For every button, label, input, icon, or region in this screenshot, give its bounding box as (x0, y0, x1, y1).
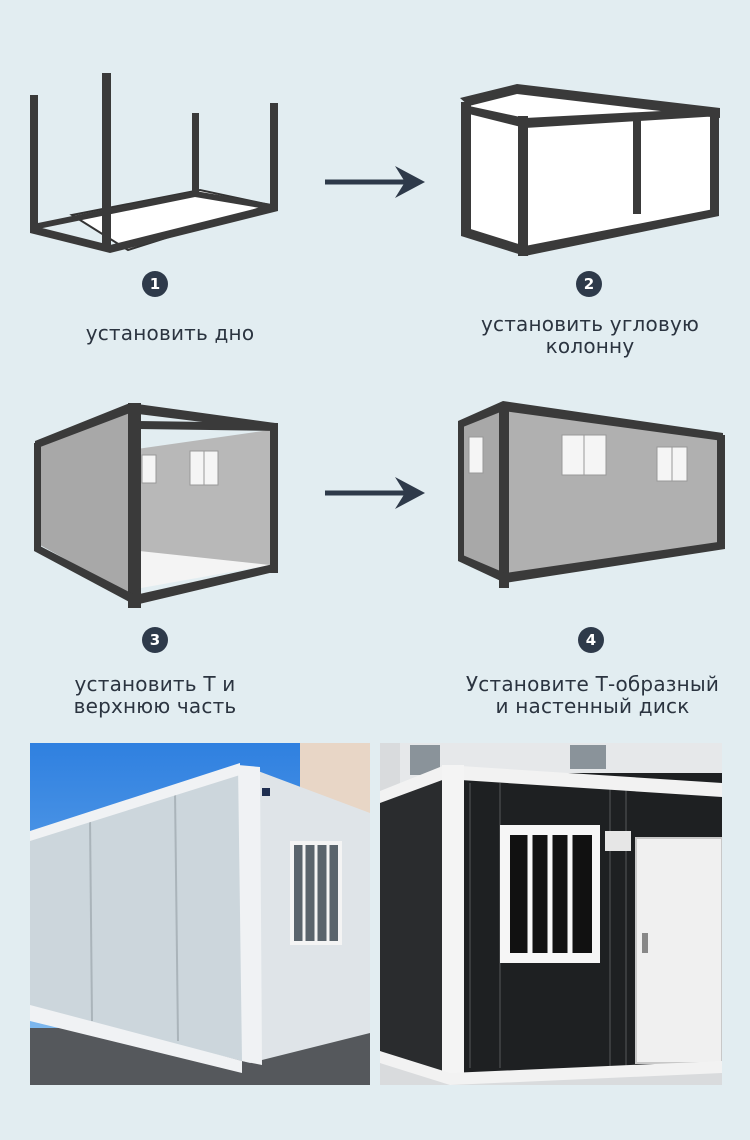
step-number-badge: 1 (142, 271, 168, 297)
caption-line: установить угловую (480, 312, 700, 336)
photo-black-container (380, 743, 722, 1085)
step-number-badge: 4 (578, 627, 604, 653)
step1-base-frame-illustration (30, 73, 278, 253)
arrow-right-icon (325, 166, 425, 198)
caption-line: колонну (545, 334, 635, 358)
step2-frame-illustration (460, 84, 720, 256)
photo-white-container (30, 743, 370, 1085)
step-caption: установить угловую колонну (450, 313, 730, 357)
step-number-badge: 2 (576, 271, 602, 297)
step-caption: установить T и верхнюю часть (25, 673, 285, 717)
caption-line: верхнюю часть (73, 694, 237, 718)
arrow-right-icon (325, 477, 425, 509)
caption-line: установить T и (74, 672, 236, 696)
step-caption: установить дно (40, 322, 300, 344)
caption-line: установить дно (85, 321, 255, 345)
step3-frame-walls-illustration (34, 403, 278, 608)
caption-line: и настенный диск (495, 694, 690, 718)
step4-complete-container-illustration (458, 401, 725, 588)
step-caption: Установите Т-образный и настенный диск (445, 673, 740, 717)
step-number-badge: 3 (142, 627, 168, 653)
caption-line: Установите Т-образный (465, 672, 720, 696)
